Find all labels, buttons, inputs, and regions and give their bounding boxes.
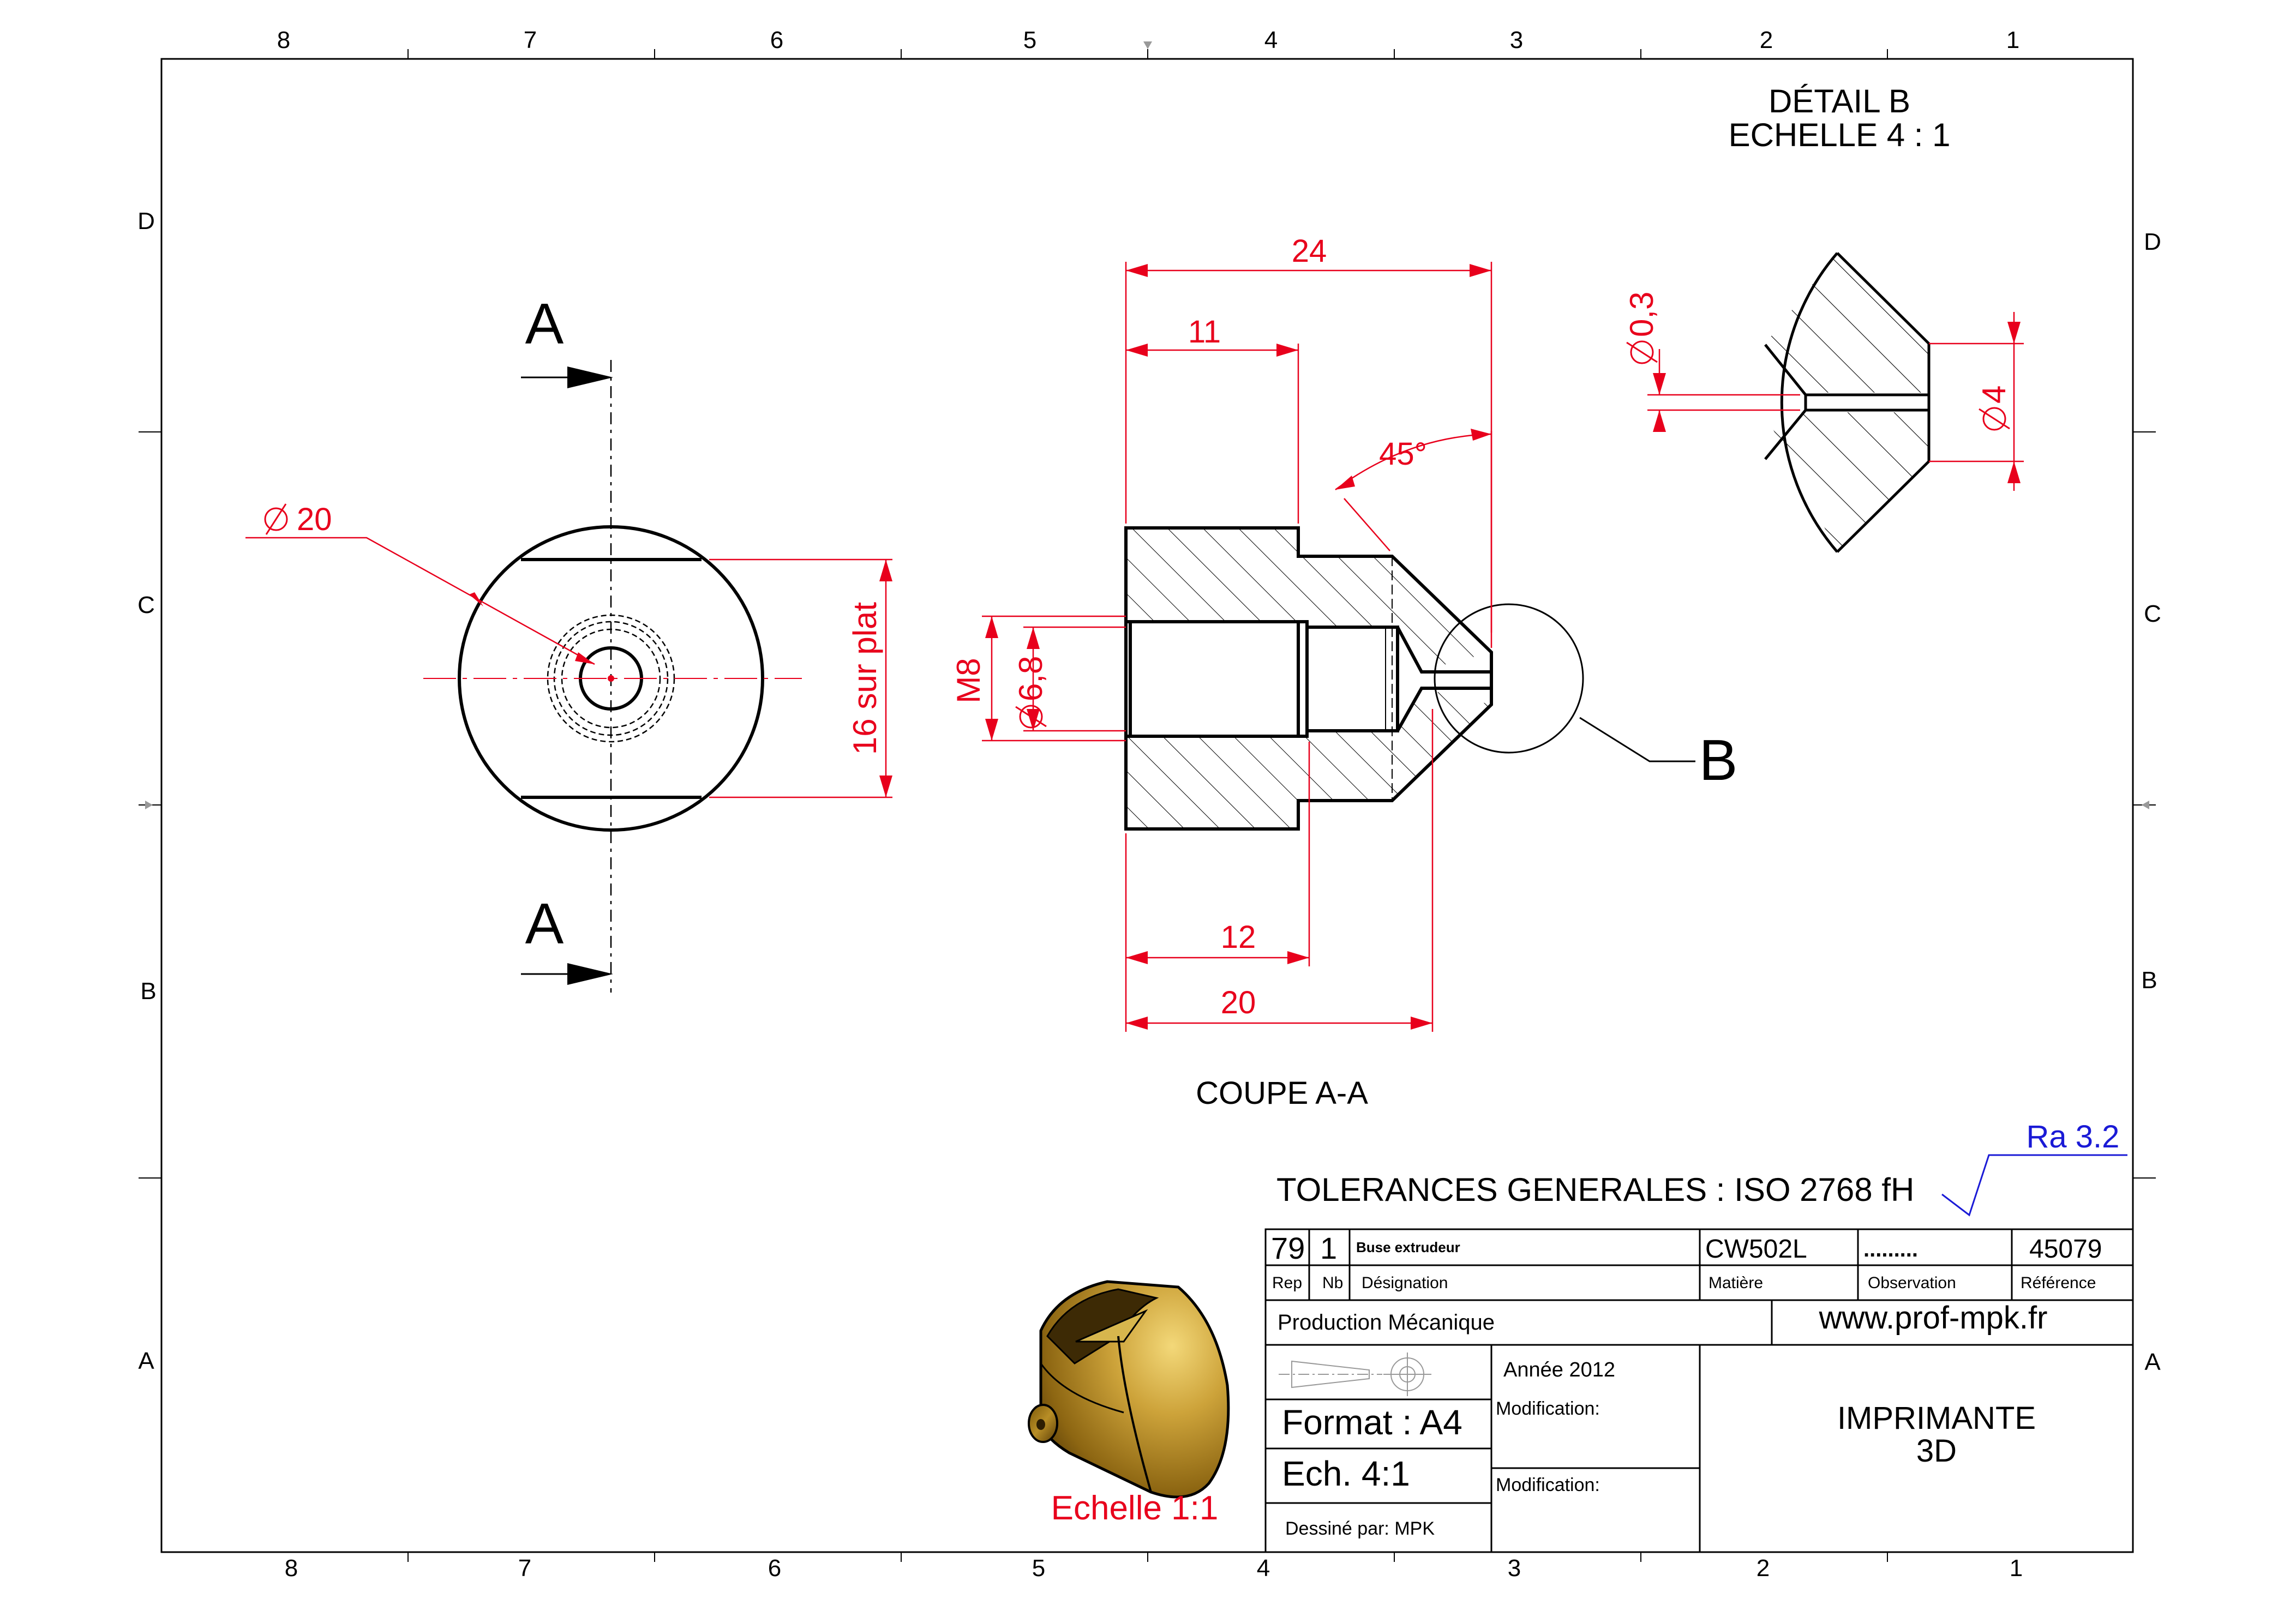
isometric-part-image: Echelle 1:1 bbox=[1028, 1280, 1230, 1527]
detail-title-line1: DÉTAIL B bbox=[1769, 83, 1910, 119]
sheet-format: Format : A4 bbox=[1282, 1403, 1462, 1442]
col-label-bottom-1: 1 bbox=[2010, 1555, 2023, 1582]
col-label-bottom-8: 8 bbox=[285, 1555, 298, 1582]
rep-value: 79 bbox=[1271, 1231, 1305, 1265]
flat-dimension-label: 16 sur plat bbox=[847, 602, 883, 755]
observation-label: Observation bbox=[1868, 1274, 1956, 1292]
col-label-top-2: 2 bbox=[1760, 27, 1773, 53]
col-label-top-6: 6 bbox=[770, 27, 783, 53]
col-label-top-3: 3 bbox=[1510, 27, 1523, 53]
section-view: B 24 11 45° bbox=[950, 233, 1737, 1111]
row-label-left-d: D bbox=[137, 208, 155, 235]
col-label-bottom-4: 4 bbox=[1257, 1555, 1270, 1582]
roughness-value: Ra 3.2 bbox=[2027, 1119, 2120, 1155]
reference-label: Référence bbox=[2021, 1274, 2096, 1292]
year: Année 2012 bbox=[1503, 1358, 1615, 1381]
matiere-value: CW502L bbox=[1705, 1235, 1807, 1264]
nb-value: 1 bbox=[1320, 1231, 1337, 1265]
drawn-by: Dessiné par: MPK bbox=[1285, 1518, 1435, 1539]
row-label-right-c: C bbox=[2144, 600, 2161, 627]
matiere-label: Matière bbox=[1708, 1274, 1763, 1292]
col-label-bottom-3: 3 bbox=[1508, 1555, 1521, 1582]
section-letter-bottom: A bbox=[525, 892, 564, 956]
row-label-right-d: D bbox=[2144, 229, 2161, 255]
dim-orifice: 0,3 bbox=[1623, 292, 1660, 337]
project-line1: IMPRIMANTE bbox=[1837, 1400, 2036, 1436]
col-label-bottom-5: 5 bbox=[1032, 1555, 1045, 1582]
rep-label: Rep bbox=[1272, 1274, 1302, 1292]
designation-label: Désignation bbox=[1362, 1274, 1448, 1292]
observation-value: ......... bbox=[1863, 1237, 1918, 1261]
col-label-bottom-7: 7 bbox=[518, 1555, 531, 1582]
row-label-right-b: B bbox=[2141, 967, 2157, 994]
dim-total-length: 24 bbox=[1292, 233, 1327, 269]
col-label-top-5: 5 bbox=[1023, 27, 1036, 53]
row-label-left-c: C bbox=[137, 592, 155, 618]
col-label-top-7: 7 bbox=[524, 27, 537, 53]
nb-label: Nb bbox=[1322, 1274, 1343, 1292]
diameter-20-label: 20 bbox=[264, 502, 332, 537]
isometric-scale-label: Echelle 1:1 bbox=[1051, 1489, 1219, 1527]
department: Production Mécanique bbox=[1278, 1311, 1495, 1335]
row-label-right-a: A bbox=[2144, 1349, 2161, 1375]
front-view: A A 20 16 sur plat bbox=[245, 292, 892, 993]
dim-bore-diameter-label: 6,8 bbox=[1012, 656, 1049, 729]
detail-title-line2: ECHELLE 4 : 1 bbox=[1729, 117, 1951, 153]
dim-tip: 4 bbox=[1976, 386, 2012, 404]
roughness-symbol: Ra 3.2 bbox=[1941, 1119, 2127, 1217]
detail-callout-letter: B bbox=[1699, 728, 1738, 792]
detail-view: DÉTAIL B ECHELLE 4 : 1 0,3 bbox=[1623, 83, 2024, 553]
dim-thread: M8 bbox=[950, 658, 987, 703]
row-label-left-a: A bbox=[138, 1348, 154, 1374]
col-label-top-8: 8 bbox=[277, 27, 290, 53]
modification-2: Modification: bbox=[1496, 1475, 1600, 1495]
dim-thread-depth: 11 bbox=[1188, 314, 1221, 350]
col-label-top-1: 1 bbox=[2006, 27, 2019, 53]
col-label-top-4: 4 bbox=[1264, 27, 1278, 53]
row-label-left-b: B bbox=[140, 978, 156, 1005]
general-tolerances: TOLERANCES GENERALES : ISO 2768 fH bbox=[1276, 1171, 1914, 1208]
sheet-scale: Ech. 4:1 bbox=[1282, 1454, 1410, 1493]
dim-hex-length: 12 bbox=[1221, 919, 1256, 955]
diameter-20-value: 20 bbox=[297, 502, 332, 537]
dim-orifice-label: 0,3 bbox=[1623, 292, 1660, 364]
reference-value: 45079 bbox=[2029, 1235, 2102, 1264]
modification-1: Modification: bbox=[1496, 1398, 1600, 1419]
projection-symbol bbox=[1279, 1352, 1431, 1396]
drawing-frame bbox=[139, 41, 2156, 1562]
dim-angle: 45° bbox=[1379, 436, 1427, 472]
dim-tip-label: 4 bbox=[1976, 386, 2012, 431]
col-label-bottom-6: 6 bbox=[768, 1555, 781, 1582]
designation-value: Buse extrudeur bbox=[1356, 1239, 1460, 1255]
title-block: TOLERANCES GENERALES : ISO 2768 fH bbox=[1264, 1171, 2134, 1553]
zone-labels: 8 7 6 5 4 3 2 1 8 7 6 5 4 3 2 1 D C B A … bbox=[137, 27, 2161, 1582]
section-view-title: COUPE A-A bbox=[1196, 1075, 1368, 1111]
section-letter-top: A bbox=[525, 292, 564, 356]
col-label-bottom-2: 2 bbox=[1757, 1555, 1770, 1582]
website: www.prof-mpk.fr bbox=[1819, 1300, 2048, 1336]
dim-bore-diameter: 6,8 bbox=[1012, 656, 1049, 701]
dim-body-length: 20 bbox=[1221, 985, 1256, 1020]
project-line2: 3D bbox=[1916, 1433, 1957, 1469]
